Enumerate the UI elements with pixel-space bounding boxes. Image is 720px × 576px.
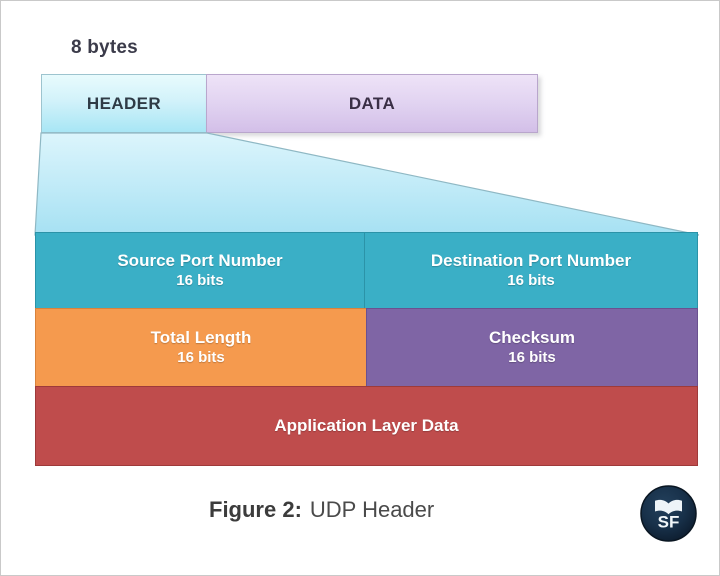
field-total-length: Total Length 16 bits <box>35 308 367 387</box>
field-checksum: Checksum 16 bits <box>366 308 698 387</box>
field-checksum-name: Checksum <box>489 328 575 348</box>
funnel-shape <box>34 132 700 236</box>
figure-caption: Figure 2: UDP Header <box>209 497 434 523</box>
field-source-port-name: Source Port Number <box>117 251 283 271</box>
funnel-trapezoid <box>34 132 700 236</box>
sf-logo-icon: SF <box>640 485 697 542</box>
open-book-icon <box>655 499 682 515</box>
field-source-port-bits: 16 bits <box>176 272 224 290</box>
field-total-length-name: Total Length <box>150 328 252 348</box>
field-total-length-bits: 16 bits <box>177 349 225 367</box>
field-destination-port-name: Destination Port Number <box>430 251 632 271</box>
figure-number: Figure 2: <box>209 497 302 522</box>
badge-text-sf: SF <box>658 513 680 532</box>
packet-data-block: DATA <box>206 74 538 133</box>
size-annotation-8-bytes: 8 bytes <box>71 37 138 58</box>
expansion-funnel <box>33 131 701 237</box>
packet-header-block: HEADER <box>41 74 207 133</box>
packet-overview-row: HEADER DATA <box>41 74 538 133</box>
figure-title: UDP Header <box>309 497 435 522</box>
field-destination-port: Destination Port Number 16 bits <box>364 232 698 309</box>
packet-header-label: HEADER <box>86 93 162 113</box>
field-application-layer-data: Application Layer Data <box>35 386 698 466</box>
field-application-layer-data-name: Application Layer Data <box>274 416 459 436</box>
sf-logo-badge: SF <box>640 485 697 542</box>
field-checksum-bits: 16 bits <box>508 349 556 367</box>
packet-data-label: DATA <box>348 93 396 113</box>
field-source-port: Source Port Number 16 bits <box>35 232 365 309</box>
udp-header-table: Source Port Number 16 bits Destination P… <box>35 232 698 466</box>
field-destination-port-bits: 16 bits <box>507 272 555 290</box>
